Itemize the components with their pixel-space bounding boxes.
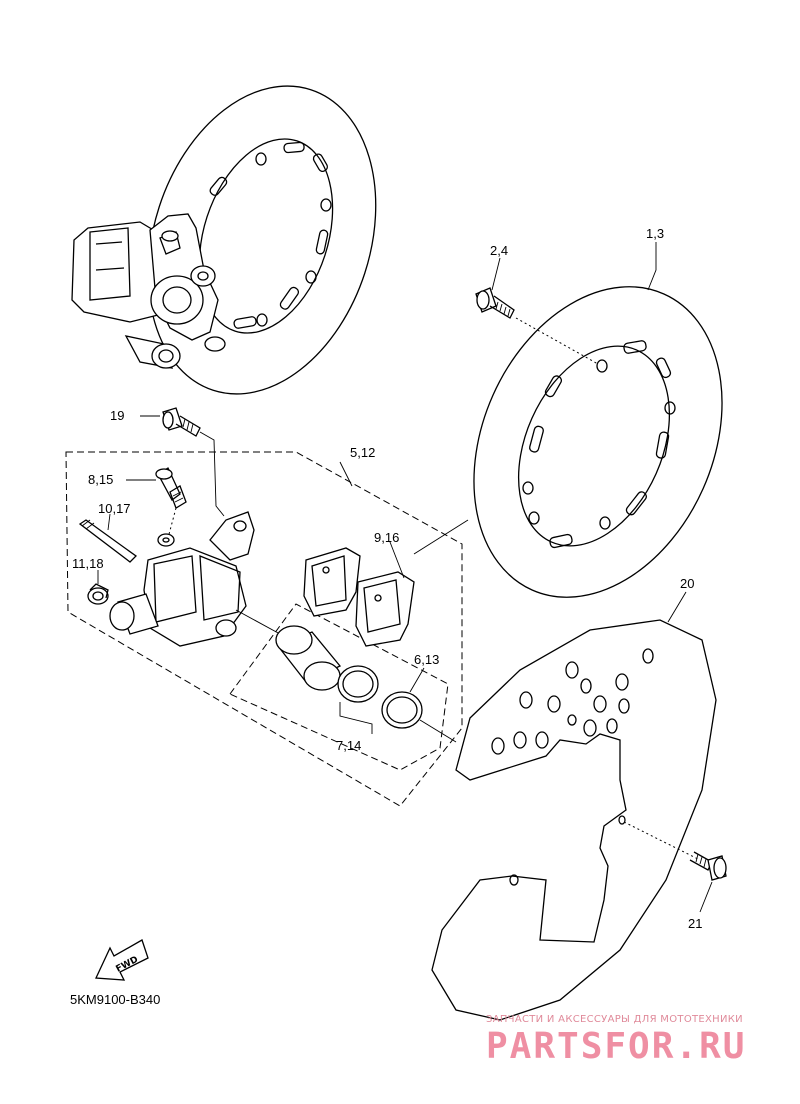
seal-7-14 [337, 665, 379, 734]
seal-6-13 [381, 667, 425, 729]
label-part-20: 20 [680, 576, 694, 591]
bolt-19 [140, 407, 225, 517]
boot-11-18 [87, 570, 109, 605]
diagram-code: 5KM9100-B340 [70, 992, 160, 1007]
watermark-tagline: ЗАПЧАСТИ И АКСЕССУАРЫ ДЛЯ МОТОТЕХНИКИ [486, 1014, 743, 1025]
assembled-disc-and-caliper [71, 85, 377, 395]
label-part-7-14: 7,14 [336, 738, 361, 753]
label-part-11-18: 11,18 [72, 556, 104, 571]
label-part-9-16: 9,16 [374, 530, 399, 545]
forward-direction-arrow: FWD [95, 939, 149, 981]
bleed-screw-8-15 [126, 467, 187, 539]
caliper-body-5-12 [109, 511, 281, 647]
pin-10-17 [78, 513, 138, 563]
label-part-2-4: 2,4 [490, 243, 508, 258]
label-part-19: 19 [110, 408, 124, 423]
bolt-21 [689, 851, 727, 913]
label-part-6-13: 6,13 [414, 652, 439, 667]
label-part-5-12: 5,12 [350, 445, 375, 460]
label-part-8-15: 8,15 [88, 472, 113, 487]
piston [275, 625, 342, 691]
disc-bolt-2-4 [475, 257, 599, 365]
label-part-1-3: 1,3 [646, 226, 664, 241]
pad-piston-subgroup-outline [229, 603, 449, 771]
watermark-logo: PARTSFOR.RU [486, 1026, 746, 1067]
label-part-21: 21 [688, 916, 702, 931]
brake-disc-1-3 [473, 242, 723, 598]
brake-pads-9-16 [303, 541, 415, 647]
label-part-10-17: 10,17 [98, 501, 131, 516]
disc-guard-20 [431, 591, 717, 1021]
